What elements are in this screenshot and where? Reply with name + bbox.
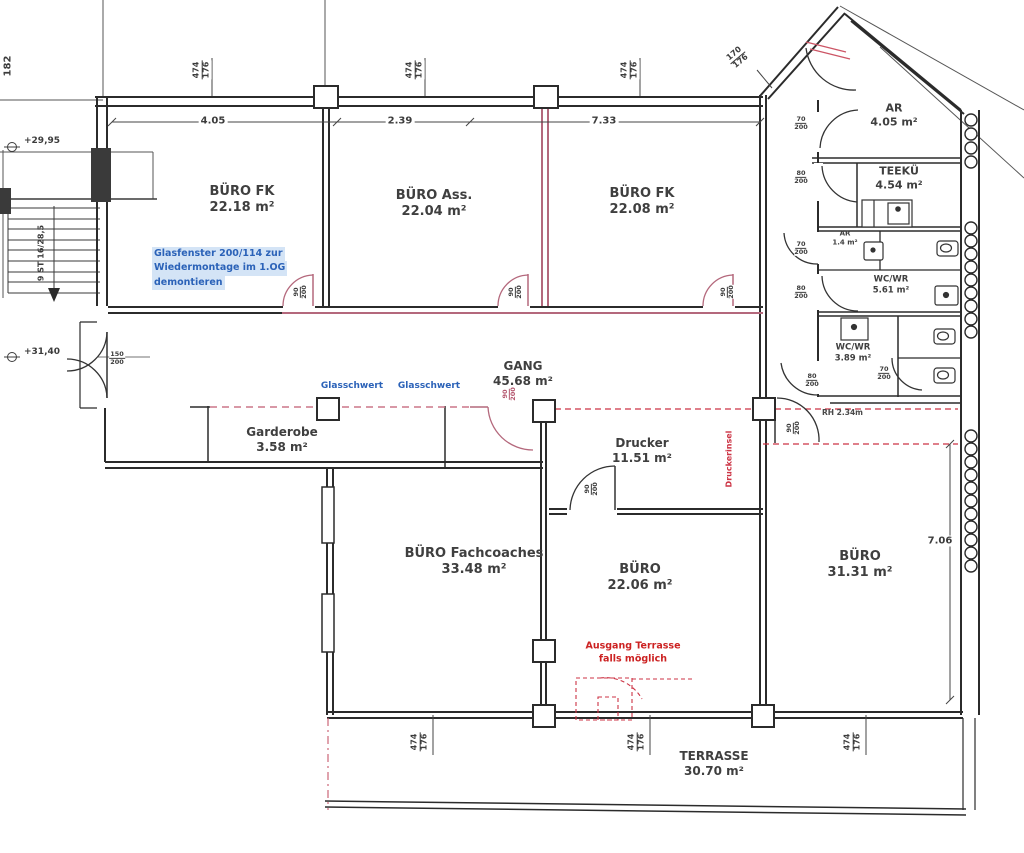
pink-walls <box>282 106 763 451</box>
entrance-red-marks <box>805 41 851 60</box>
dim-height-706: 7.06 <box>925 535 955 547</box>
room-label-buero-fk-1: BÜRO FK 22.18 m² <box>209 183 275 215</box>
window-left-2 <box>321 593 335 653</box>
site-lines <box>0 0 1024 298</box>
red-note-ausgang: Ausgang Terrasse falls möglich <box>585 640 681 665</box>
room-label-garderobe: Garderobe 3.58 m² <box>246 425 318 454</box>
stair-arrow <box>48 288 60 302</box>
staircase <box>7 198 157 294</box>
room-label-wc-389: WC/WR 3.89 m² <box>834 342 872 363</box>
room-label-ar: AR 4.05 m² <box>870 101 918 128</box>
room-label-buero-fk-2: BÜRO FK 22.08 m² <box>609 185 675 217</box>
dim-width-733: 7.33 <box>589 115 619 127</box>
window-block-left <box>91 148 111 202</box>
room-label-fachcoaches: BÜRO Fachcoaches 33.48 m² <box>404 545 544 577</box>
glasschwert-label-left: Glasschwert <box>320 381 384 391</box>
room-label-drucker: Drucker 11.51 m² <box>612 436 672 465</box>
room-label-teekue: TEEKÜ 4.54 m² <box>875 164 923 191</box>
window-left-1 <box>321 486 335 544</box>
room-label-buero-2206: BÜRO 22.06 m² <box>607 561 673 593</box>
room-label-gang: GANG 45.68 m² <box>493 359 553 388</box>
level-markers <box>4 142 20 362</box>
columns <box>313 85 776 728</box>
terrace-exit-sketch <box>575 677 694 721</box>
blue-note-glasfenster: Glasfenster 200/114 zur Wiedermontage im… <box>152 247 288 290</box>
room-label-buero-ass: BÜRO Ass. 22.04 m² <box>395 187 473 219</box>
glasschwert-label-right: Glasschwert <box>397 381 461 391</box>
level-marker-upper: +29,95 <box>24 136 61 146</box>
stair-note: 9 ST 16/28,5 <box>36 224 46 282</box>
rh-note: RH 2.34m <box>822 408 863 417</box>
dim-width-239: 2.39 <box>385 115 415 127</box>
dim-width-405: 4.05 <box>198 115 228 127</box>
room-label-ar-small: AR 1.4 m² <box>832 229 858 246</box>
room-label-wc-561: WC/WR 5.61 m² <box>872 274 910 295</box>
room-label-buero-3131: BÜRO 31.31 m² <box>827 548 893 580</box>
stair-wall-block <box>0 188 11 214</box>
level-marker-lower: +31,40 <box>24 347 61 357</box>
fixtures <box>840 199 959 384</box>
radiators <box>964 113 978 573</box>
dim-left-182: 182 <box>2 55 14 77</box>
red-note-druckerinsel: Druckerinsel <box>724 430 734 488</box>
room-label-terrasse: TERRASSE 30.70 m² <box>679 749 749 778</box>
